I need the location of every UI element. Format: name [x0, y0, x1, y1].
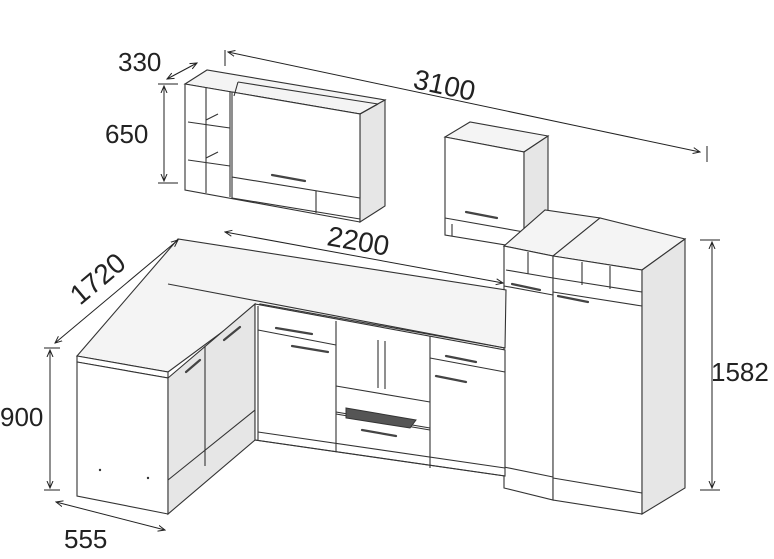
- corner-base-cabinet: [76, 302, 256, 516]
- dim-corner-length: 1720: [64, 247, 132, 311]
- dim-base-depth: 555: [64, 524, 107, 554]
- upper-wall-cabinet-left: [183, 69, 387, 224]
- dim-tall-height: 1582: [711, 357, 769, 387]
- dim-counter-width: 2200: [325, 220, 392, 261]
- dim-upper-depth: 330: [118, 47, 161, 77]
- dimension-lines: [44, 50, 720, 530]
- base-cabinets: [254, 303, 506, 477]
- dim-base-height: 900: [0, 402, 43, 432]
- dim-upper-height: 650: [105, 119, 148, 149]
- tall-cabinets: [502, 209, 687, 515]
- dim-total-width: 3100: [411, 64, 478, 107]
